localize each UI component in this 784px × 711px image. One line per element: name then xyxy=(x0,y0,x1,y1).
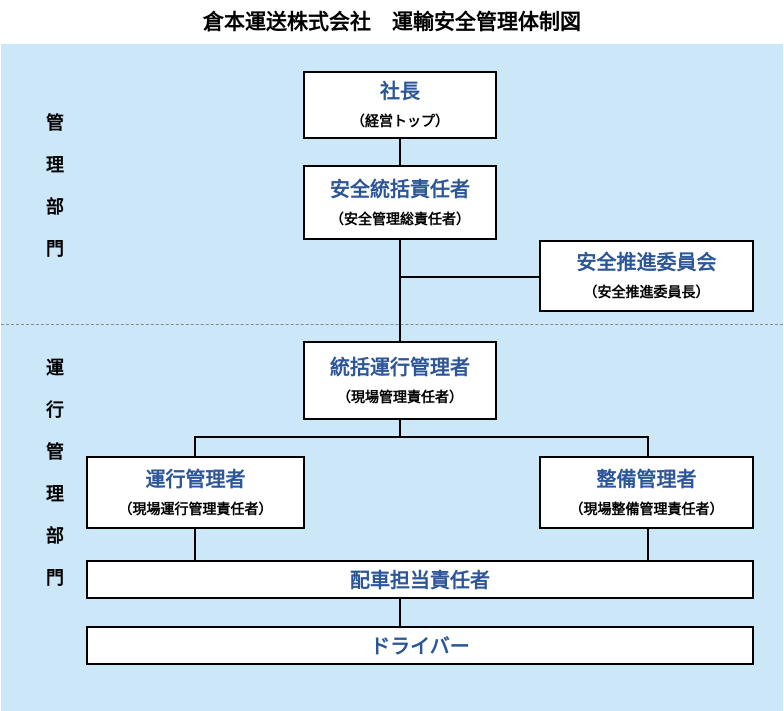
section-label-char: 運 xyxy=(46,358,64,379)
connector-operations-dispatch xyxy=(194,527,196,562)
node-subtitle: （現場管理責任者） xyxy=(337,389,463,406)
node-title: 社長 xyxy=(380,79,420,103)
connector-branch-right xyxy=(647,436,649,458)
section-label-operations: 運 行 管 理 部 門 xyxy=(38,348,72,600)
connector-president-safety xyxy=(399,137,401,167)
node-subtitle: （経営トップ） xyxy=(351,114,449,130)
section-label-char: 管 xyxy=(46,113,64,134)
section-label-char: 理 xyxy=(46,155,64,176)
diagram-title: 倉本運送株式会社 運輸安全管理体制図 xyxy=(203,10,581,34)
node-title: 運行管理者 xyxy=(145,466,246,491)
node-subtitle: （安全管理総責任者） xyxy=(330,211,470,228)
node-maintenance-manager: 整備管理者 （現場整備管理責任者） xyxy=(539,456,754,529)
node-title: ドライバー xyxy=(370,633,470,658)
section-divider xyxy=(1,324,783,325)
connector-branch-left xyxy=(194,436,196,458)
section-label-char: 理 xyxy=(46,484,64,505)
node-safety-supervisor: 安全統括責任者 （安全管理総責任者） xyxy=(303,165,497,240)
connector-maintenance-dispatch xyxy=(647,527,649,562)
node-title: 整備管理者 xyxy=(596,466,697,491)
node-safety-committee: 安全推進委員会 （安全推進委員長） xyxy=(539,240,754,312)
node-operations-supervisor: 統括運行管理者 （現場管理責任者） xyxy=(303,341,497,420)
node-title: 統括運行管理者 xyxy=(330,354,470,379)
section-label-management: 管 理 部 門 xyxy=(38,103,72,271)
connector-operations-branch xyxy=(399,418,401,438)
node-dispatch: 配車担当責任者 xyxy=(86,560,754,599)
section-label-char: 部 xyxy=(46,197,64,218)
connector-safety-operations xyxy=(399,238,401,343)
node-driver: ドライバー xyxy=(86,626,754,665)
node-operations-manager: 運行管理者 （現場運行管理責任者） xyxy=(86,456,305,529)
node-subtitle: （現場整備管理責任者） xyxy=(569,501,724,518)
connector-safety-committee xyxy=(399,276,541,278)
node-president: 社長 （経営トップ） xyxy=(303,71,497,139)
section-label-char: 部 xyxy=(46,526,64,547)
node-subtitle: （現場運行管理責任者） xyxy=(118,501,273,518)
node-subtitle: （安全推進委員長） xyxy=(583,285,710,301)
section-label-char: 管 xyxy=(46,442,64,463)
section-label-char: 行 xyxy=(46,400,64,421)
connector-dispatch-driver xyxy=(399,597,401,628)
section-label-char: 門 xyxy=(46,239,64,260)
node-title: 安全統括責任者 xyxy=(330,176,470,201)
connector-branch-horizontal xyxy=(194,436,649,438)
node-title: 安全推進委員会 xyxy=(576,250,717,274)
node-title: 配車担当責任者 xyxy=(350,567,490,592)
section-label-char: 門 xyxy=(46,568,64,589)
